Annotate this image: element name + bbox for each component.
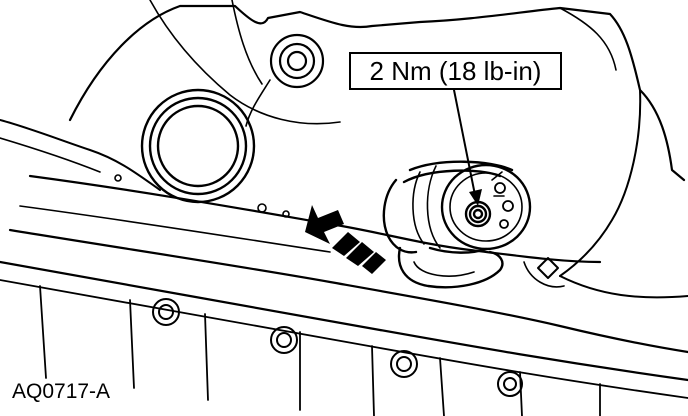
torque-callout-box: 2 Nm (18 lb-in) (349, 52, 562, 90)
left-casting-lip (0, 137, 101, 173)
housing-bolt-notch (559, 7, 617, 71)
pan-rail-lower (8, 228, 688, 354)
housing-outline (68, 4, 686, 182)
housing-inner-rib (149, 0, 341, 125)
pan-flange-edge (0, 279, 688, 399)
torque-callout-text: 2 Nm (18 lb-in) (369, 55, 542, 86)
large-bore (140, 88, 256, 204)
housing-inner-rib-2 (231, 0, 263, 85)
removal-direction-arrow (305, 205, 386, 274)
callout-leader-arrowhead (469, 189, 482, 206)
upper-plug-boss (245, 33, 325, 127)
solenoid-assembly (382, 160, 532, 289)
pan-bolt-1 (152, 298, 180, 326)
pan-bolt-3 (390, 350, 418, 378)
locating-lug (523, 257, 565, 288)
casting-marks (114, 174, 290, 218)
right-lower-panel (559, 275, 688, 299)
pan-rail-mid (19, 205, 331, 253)
figure-id-label: AQ0717-A (12, 380, 111, 403)
pan-flange (0, 260, 688, 382)
pan-bolt-2 (270, 326, 298, 354)
pan-ribs (39, 285, 601, 416)
callout-leader-line (453, 89, 477, 201)
pan-rail-upper (28, 174, 602, 264)
pan-bolt-4 (497, 371, 523, 397)
left-casting-edge (0, 119, 161, 191)
housing-right-edge (559, 89, 642, 277)
